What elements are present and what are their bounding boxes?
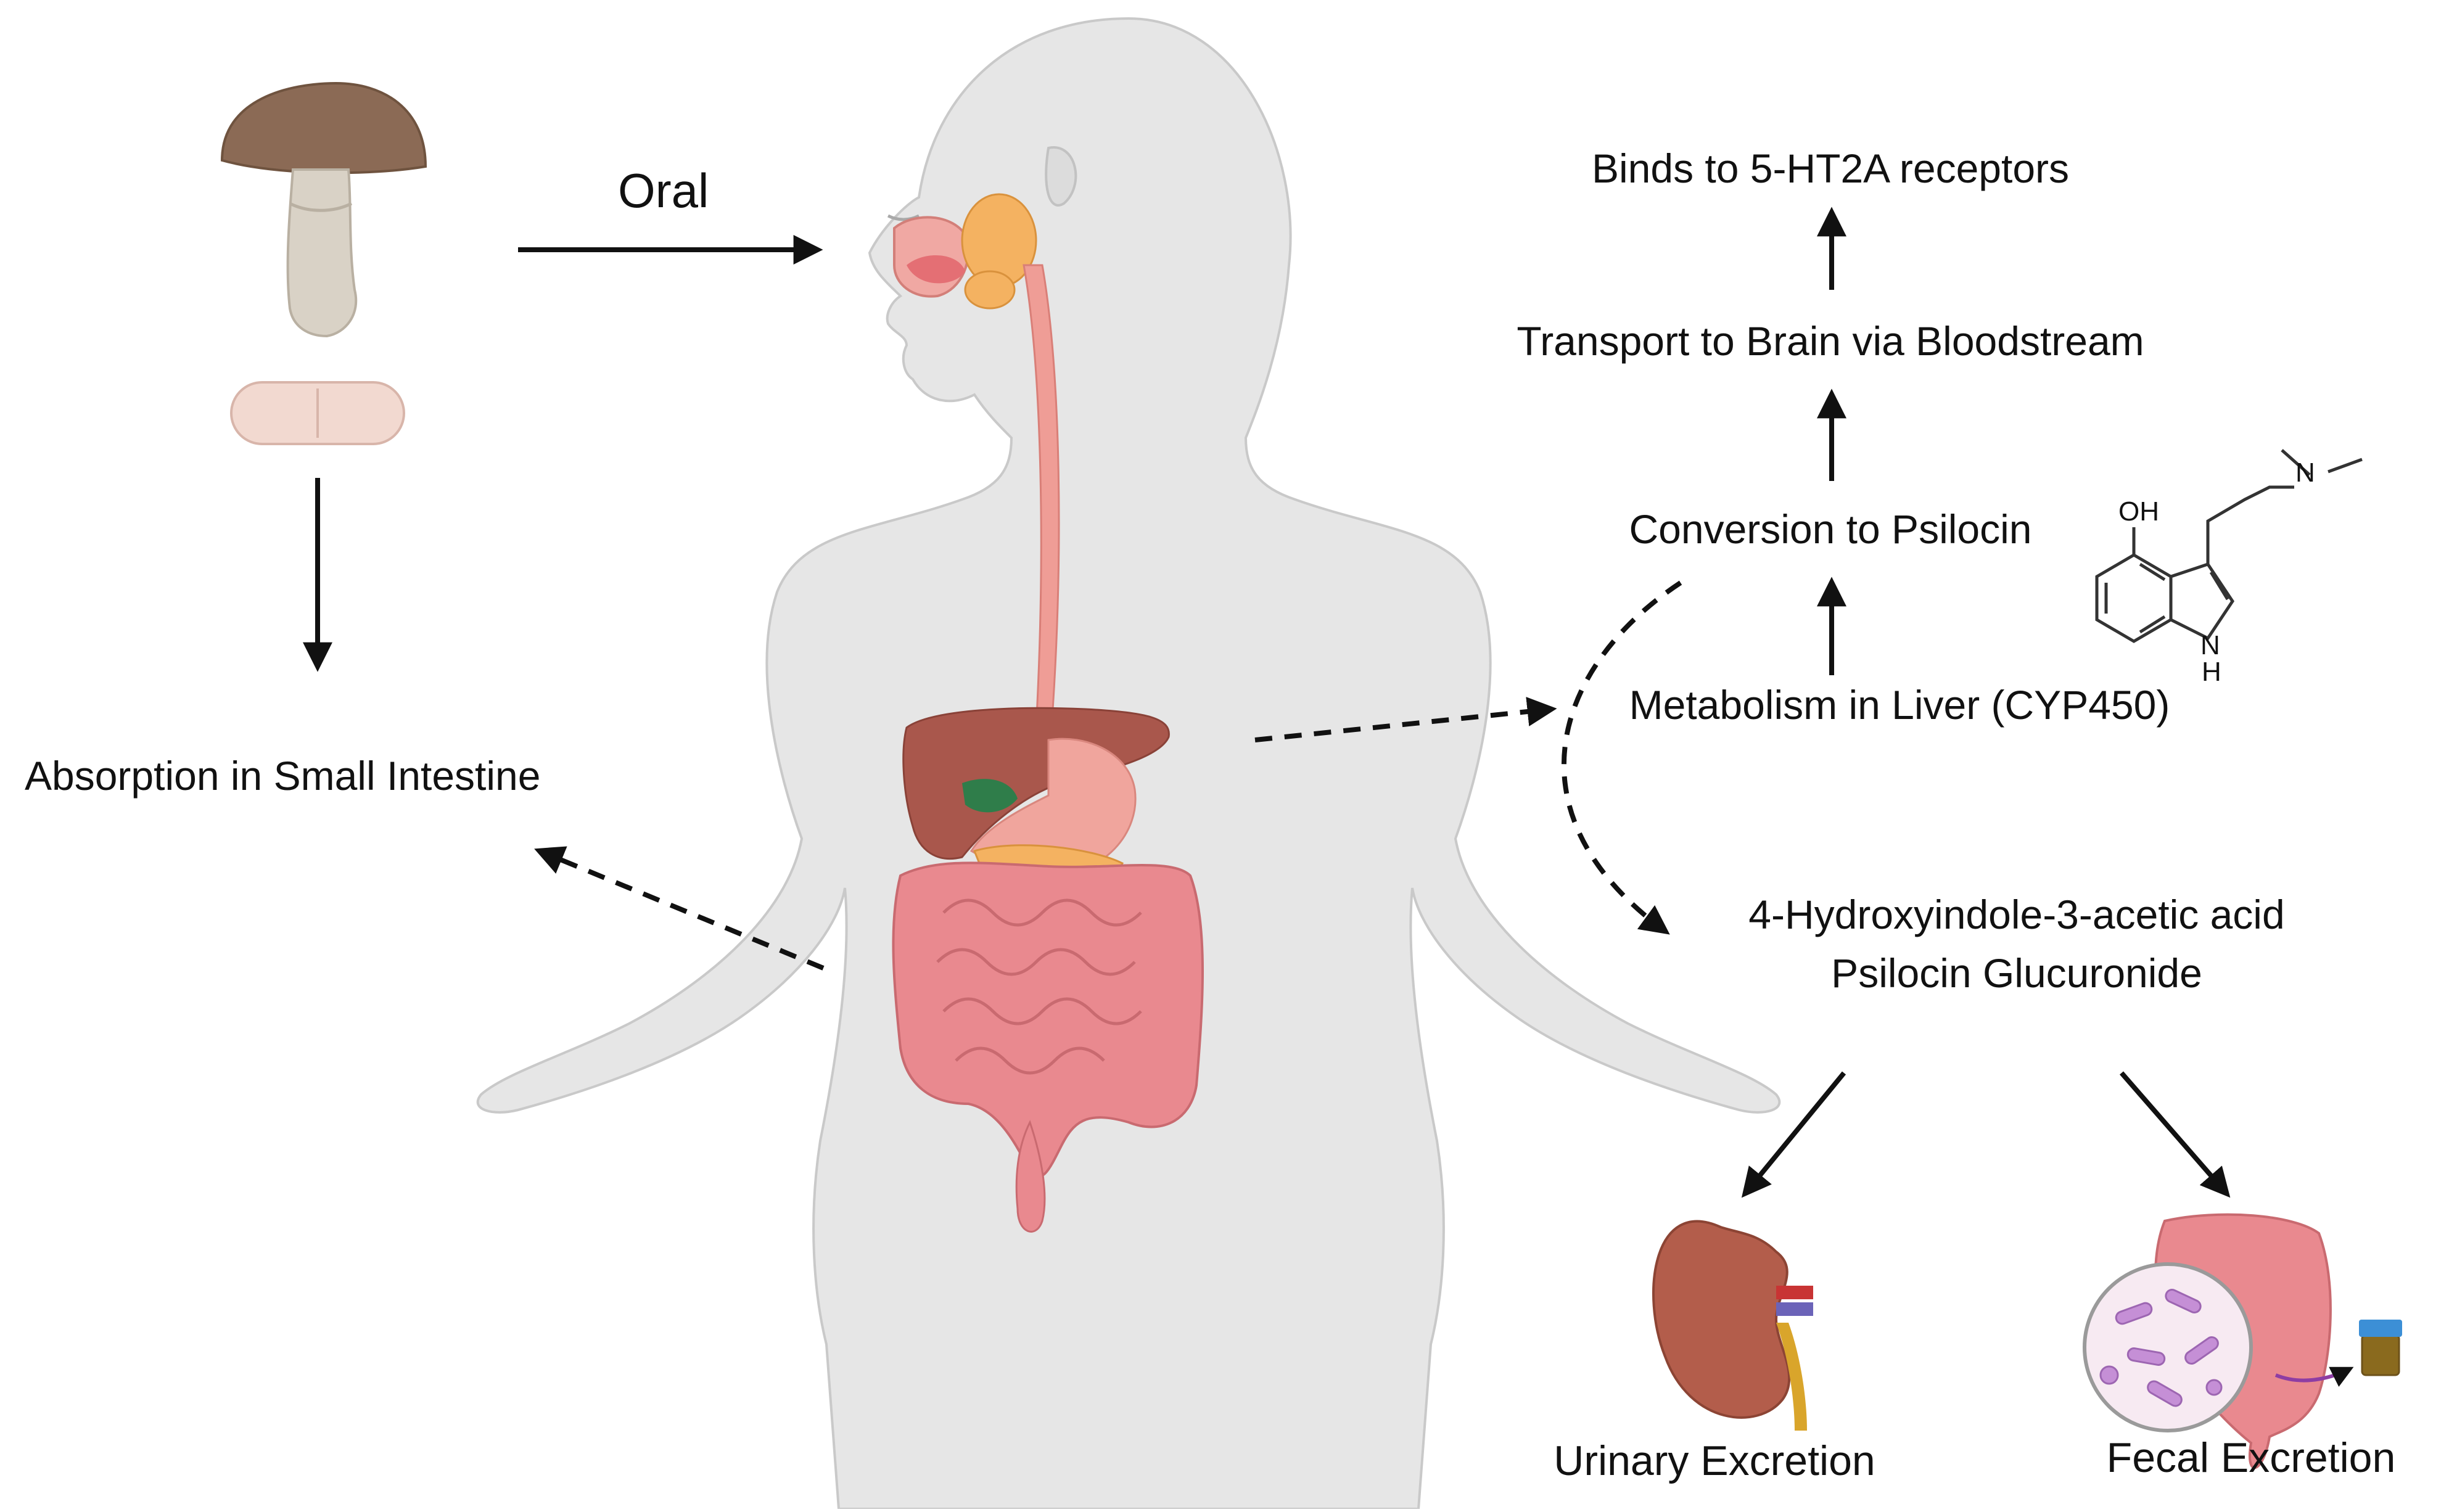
tablet-icon [230, 381, 405, 445]
mushroom-ring [289, 202, 353, 212]
mushroom-icon [220, 81, 427, 338]
absorption-label: Absorption in Small Intestine [25, 753, 541, 799]
sample-jar-cap [2359, 1320, 2402, 1337]
methyl-1 [2281, 449, 2311, 476]
rectum [1015, 1120, 1046, 1233]
urinary-excretion-label: Urinary Excretion [1554, 1437, 1875, 1484]
psilocin-structure [2095, 449, 2363, 643]
bacteria-magnifier [2083, 1262, 2253, 1432]
step-receptors-label: Binds to 5-HT2A receptors [1591, 146, 2070, 191]
closed-eye [887, 214, 920, 221]
arrow-to-fecal [2119, 1071, 2231, 1198]
renal-artery [1776, 1286, 1813, 1299]
molecule-ring-n-label: N [2200, 630, 2220, 660]
bacteria-cells [2099, 1289, 2223, 1407]
metabolite-line-1: 4-Hydroxyindole-3-acetic acid [1748, 892, 2285, 937]
methyl-2 [2328, 458, 2363, 474]
side-chain [2206, 485, 2294, 564]
excretion-arrow [2274, 1366, 2354, 1387]
kidney-shape [1652, 1220, 1791, 1419]
large-intestine [892, 861, 1204, 1178]
ear [1045, 146, 1077, 207]
pyrrole-ring [2170, 562, 2235, 641]
mushroom-stem [286, 168, 358, 338]
step-transport-label: Transport to Brain via Bloodstream [1517, 318, 2144, 364]
colon-with-bacteria-icon [2083, 1213, 2402, 1469]
arrow-to-absorption-dashed [534, 846, 825, 971]
molecule-ring-h-label: H [2202, 657, 2221, 687]
benzene-ring [2095, 553, 2173, 643]
arrow-conversion-to-metabolites-dashed [1561, 580, 1682, 935]
small-intestine-coils [936, 898, 1142, 1075]
human-body-figure [476, 17, 1781, 1510]
gallbladder [962, 779, 1018, 813]
flow-arrows [303, 207, 2231, 1198]
route-oral-label: Oral [618, 163, 709, 218]
molecule-amine-n-label: N [2295, 458, 2315, 488]
step-conversion-label: Conversion to Psilocin [1629, 506, 2032, 552]
ureter [1776, 1323, 1807, 1431]
metabolite-line-2: Psilocin Glucuronide [1831, 950, 2202, 996]
salivary-gland-lower [964, 270, 1016, 310]
sample-jar [2361, 1334, 2400, 1376]
fecal-excretion-label: Fecal Excretion [2106, 1434, 2396, 1481]
kidney-icon [1652, 1220, 1813, 1431]
step-metabolism-label: Metabolism in Liver (CYP450) [1629, 682, 2170, 728]
arrow-to-urinary [1741, 1071, 1846, 1198]
molecule-oh-label: OH [2118, 496, 2159, 527]
renal-vein [1776, 1302, 1813, 1316]
arrow-to-liver-dashed [1254, 697, 1557, 742]
mushroom-cap [220, 81, 427, 175]
tongue [907, 255, 965, 284]
